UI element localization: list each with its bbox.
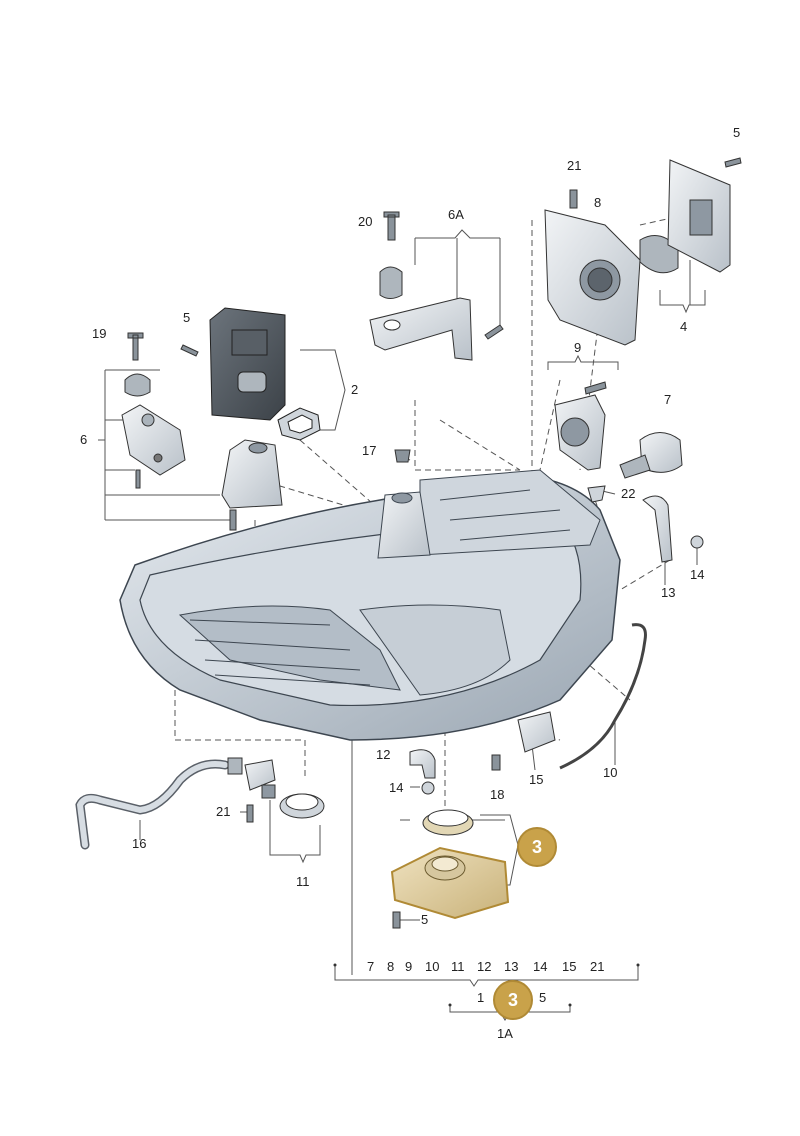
callout-9: 9 (574, 340, 582, 355)
list-item-9: 9 (405, 959, 413, 974)
group-item-1: 1 (477, 990, 485, 1005)
part-2-control-unit (209, 307, 321, 441)
callout-17: 17 (362, 443, 377, 458)
callout-4: 4 (680, 319, 688, 334)
callout-11: 11 (296, 874, 310, 889)
lower-parts (75, 623, 647, 929)
part-6-bracket (121, 332, 283, 531)
callout-20: 20 (358, 214, 373, 229)
callout-19: 19 (92, 326, 107, 341)
list-item-15: 15 (562, 959, 577, 974)
callout-16: 16 (132, 836, 147, 851)
callout-21: 21 (567, 158, 582, 173)
list-item-21: 21 (590, 959, 605, 974)
callout-5-upper: 5 (733, 125, 741, 140)
callout-7: 7 (664, 392, 672, 407)
callout-5-lower: 5 (421, 912, 429, 927)
callout-8: 8 (594, 195, 602, 210)
callout-22: 22 (621, 486, 636, 501)
callout-6A: 6A (448, 207, 464, 222)
list-item-8: 8 (387, 959, 395, 974)
list-item-11: 11 (451, 959, 465, 974)
callout-21-lower: 21 (216, 804, 231, 819)
callout-10: 10 (603, 765, 618, 780)
callout-13: 13 (661, 585, 676, 600)
list-item-14: 14 (533, 959, 548, 974)
headlight-housing (119, 469, 621, 741)
list-item-12: 12 (477, 959, 492, 974)
bracket-dots (333, 963, 640, 1007)
callout-5: 5 (183, 310, 191, 325)
list-item-10: 10 (425, 959, 440, 974)
callout-18: 18 (490, 787, 505, 802)
group-label-1A: 1A (497, 1026, 513, 1041)
group-badge-3[interactable]: 3 (493, 980, 533, 1020)
right-small-parts (554, 381, 704, 563)
callout-6: 6 (80, 432, 88, 447)
part-17-plug (394, 449, 411, 463)
list-item-7: 7 (367, 959, 375, 974)
callout-15: 15 (529, 772, 544, 787)
list-item-13: 13 (504, 959, 519, 974)
callout-14: 14 (690, 567, 705, 582)
part-6A-mount (369, 211, 504, 361)
callout-14-lower: 14 (389, 780, 404, 795)
callout-2: 2 (351, 382, 359, 397)
group-item-5: 5 (539, 990, 547, 1005)
callout-12: 12 (376, 747, 391, 762)
part-8-cover-and-4-igniter (544, 157, 742, 346)
highlight-badge-3[interactable]: 3 (517, 827, 557, 867)
